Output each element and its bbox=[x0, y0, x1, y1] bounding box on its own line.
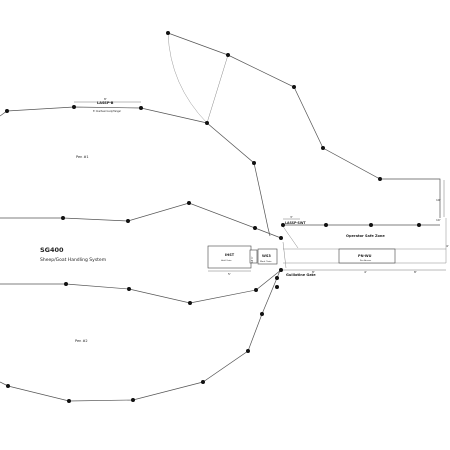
dim-right-low-text: 4' bbox=[446, 244, 449, 248]
swt-diagonal bbox=[281, 224, 299, 249]
swing-gate-line bbox=[206, 54, 229, 124]
lassp-b-sub: 8' Overhead Loop/Hanger bbox=[93, 110, 121, 113]
post bbox=[5, 109, 9, 113]
dim-swt-text: 3' bbox=[290, 215, 293, 219]
dim-bot2-text: 4' bbox=[364, 270, 367, 274]
operator-zone-label: Operator Safe Zone bbox=[346, 234, 385, 238]
ap-label: AP 4' bbox=[250, 256, 254, 263]
dim-ihst-text: 5' bbox=[228, 272, 231, 276]
post bbox=[188, 301, 192, 305]
post bbox=[205, 121, 209, 125]
post bbox=[226, 53, 230, 57]
subtitle-text: Sheep/Goat Handling System bbox=[40, 257, 106, 263]
post bbox=[67, 399, 71, 403]
guillotine-label: Guillotine Gate bbox=[286, 273, 316, 277]
dim-top-text: 8' bbox=[104, 97, 107, 101]
post bbox=[281, 223, 285, 227]
ap-box bbox=[249, 249, 258, 264]
fence-posts bbox=[5, 31, 421, 403]
ihst-label: IHST bbox=[225, 253, 235, 257]
pen2-label: Pen #2 bbox=[75, 339, 88, 343]
swing-gate-arc bbox=[167, 32, 208, 124]
post bbox=[253, 226, 257, 230]
pen1-label: Pen #1 bbox=[76, 155, 89, 159]
post bbox=[321, 146, 325, 150]
dim-right-mid-text: 10' bbox=[436, 218, 441, 222]
pn-box bbox=[338, 248, 396, 264]
ihst-box bbox=[207, 245, 252, 269]
post bbox=[127, 287, 131, 291]
post bbox=[64, 282, 68, 286]
post bbox=[254, 288, 258, 292]
lower-divider-fence bbox=[0, 269, 282, 304]
ws3-label: WS3 bbox=[262, 254, 271, 258]
post bbox=[279, 236, 283, 240]
ihst-sub: Hold Crate bbox=[221, 259, 232, 262]
post bbox=[201, 380, 205, 384]
post bbox=[166, 31, 170, 35]
post bbox=[252, 161, 256, 165]
post bbox=[369, 223, 373, 227]
ws3-sub: Work Chute bbox=[260, 260, 272, 263]
post bbox=[324, 223, 328, 227]
title-text: SG400 bbox=[40, 246, 64, 254]
post bbox=[246, 349, 250, 353]
dim-bot1-text: 8' bbox=[312, 270, 315, 274]
dim-bot3-text: 8' bbox=[414, 270, 417, 274]
pen1-outer-fence bbox=[0, 106, 271, 237]
post bbox=[279, 268, 283, 272]
pen2-outer-fence bbox=[0, 267, 282, 402]
post bbox=[6, 384, 10, 388]
pn-sub: Pen Access bbox=[360, 259, 371, 262]
post bbox=[292, 85, 296, 89]
pn-label: PN-WU bbox=[358, 254, 372, 258]
lassp-swt-label: LASSP-SWT bbox=[285, 221, 306, 225]
post bbox=[378, 177, 382, 181]
post bbox=[417, 223, 421, 227]
post bbox=[72, 105, 76, 109]
post bbox=[126, 219, 130, 223]
ws3-box bbox=[257, 248, 278, 265]
upper-arm-fence bbox=[167, 32, 441, 218]
post bbox=[187, 201, 191, 205]
post bbox=[275, 276, 279, 280]
guillotine-line bbox=[282, 241, 287, 269]
middle-divider-fence bbox=[0, 202, 282, 239]
post bbox=[275, 285, 279, 289]
lassp-b-label: LASSP-B bbox=[97, 101, 114, 105]
post bbox=[131, 398, 135, 402]
post bbox=[260, 312, 264, 316]
dim-right-text: 10' bbox=[436, 198, 441, 202]
post bbox=[139, 106, 143, 110]
post bbox=[61, 216, 65, 220]
